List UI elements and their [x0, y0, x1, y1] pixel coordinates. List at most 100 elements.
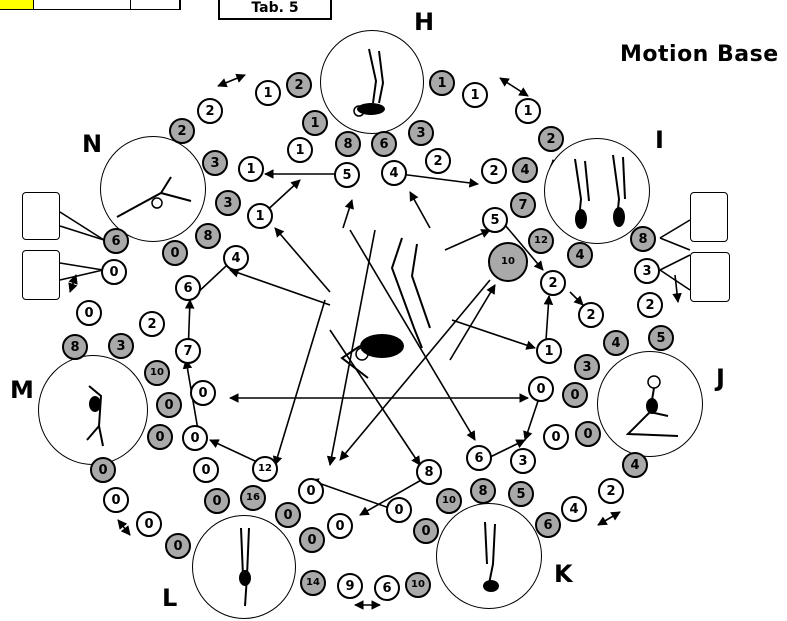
- node-n-2: 4: [223, 245, 249, 271]
- node-h-13: 4: [381, 160, 407, 186]
- pose-circle-i: [544, 138, 650, 244]
- node-m-8: 6: [175, 275, 201, 301]
- center-figure-icon: [340, 237, 431, 379]
- node-k-6: 14: [300, 570, 326, 596]
- side-pose-box-left-2: [22, 250, 60, 300]
- node-m-6: 3: [108, 333, 134, 359]
- node-i-9: 4: [567, 242, 593, 268]
- letter-n: N: [82, 130, 103, 158]
- node-k-5: 9: [337, 573, 363, 599]
- node-j-16: 5: [508, 481, 534, 507]
- node-n-4: 1: [247, 203, 273, 229]
- node-i-1: 1: [515, 98, 541, 124]
- plow-figure-icon: [116, 176, 192, 218]
- node-j-4: 0: [528, 376, 554, 402]
- node-j-14: 8: [416, 459, 442, 485]
- pose-circle-k: [436, 503, 542, 609]
- letter-j: J: [716, 364, 725, 392]
- node-l-12: 0: [136, 511, 162, 537]
- node-k-3: 10: [405, 572, 431, 598]
- node-h-9: 6: [371, 131, 397, 157]
- node-k-1: 0: [386, 497, 412, 523]
- letter-l: L: [162, 584, 178, 612]
- side-pose-box-right-2: [690, 252, 730, 302]
- node-l-3: 16: [240, 485, 266, 511]
- handstand-pair-icon: [574, 154, 626, 229]
- node-h-12: 5: [334, 162, 360, 188]
- node-l-6: 0: [204, 488, 230, 514]
- page-title: Motion Base: [620, 42, 779, 67]
- node-n-6: 1: [238, 156, 264, 182]
- node-l-13: 0: [165, 533, 191, 559]
- node-n-1: 8: [195, 223, 221, 249]
- letter-h: H: [414, 8, 435, 36]
- node-i-11: 3: [634, 258, 660, 284]
- node-j-8: 4: [622, 452, 648, 478]
- node-l-8: 0: [182, 425, 208, 451]
- node-l-11: 0: [103, 487, 129, 513]
- handstand-figure-icon: [353, 48, 385, 117]
- node-j-13: 6: [466, 445, 492, 471]
- node-j-7: 0: [575, 421, 601, 447]
- tab-label: Tab. 5: [218, 0, 332, 20]
- node-i-2: 2: [538, 126, 564, 152]
- node-i-3: 2: [481, 158, 507, 184]
- yellow-cell: [0, 0, 34, 9]
- node-h-11: 2: [425, 148, 451, 174]
- node-j-1: 4: [603, 330, 629, 356]
- node-m-3: 10: [144, 360, 170, 386]
- node-n-7: 2: [169, 118, 195, 144]
- node-h-10: 3: [408, 120, 434, 146]
- node-l-5: 0: [299, 527, 325, 553]
- node-m-4: 7: [175, 338, 201, 364]
- table-cell: [34, 0, 131, 9]
- side-pose-box-left-1: [22, 192, 60, 240]
- node-i-15: 2: [578, 302, 604, 328]
- node-h-1: 1: [255, 80, 281, 106]
- node-l-4: 0: [275, 502, 301, 528]
- pose-circle-l: [192, 515, 296, 619]
- node-i-6: 5: [482, 207, 508, 233]
- node-j-11: 6: [535, 512, 561, 538]
- node-n-5: 3: [202, 150, 228, 176]
- side-pose-box-right-1: [690, 192, 728, 242]
- node-m-10: 0: [101, 259, 127, 285]
- node-i-4: 4: [512, 157, 538, 183]
- node-j-15: 8: [470, 478, 496, 504]
- node-j-5: 0: [562, 382, 588, 408]
- node-m-9: 0: [76, 300, 102, 326]
- node-l-9: 0: [147, 424, 173, 450]
- node-m-5: 8: [62, 334, 88, 360]
- node-j-2: 1: [536, 338, 562, 364]
- node-l-1: 12: [252, 456, 278, 482]
- node-n-3: 3: [215, 190, 241, 216]
- node-i-14: 2: [540, 270, 566, 296]
- letter-m: M: [10, 376, 34, 404]
- node-j-17: 10: [436, 488, 462, 514]
- node-m-1: 0: [190, 380, 216, 406]
- node-m-11: 6: [103, 228, 129, 254]
- node-h-3: 1: [429, 70, 455, 96]
- node-h-4: 1: [462, 82, 488, 108]
- kneeling-figure-icon: [86, 385, 104, 447]
- node-h-2: 2: [286, 72, 312, 98]
- corner-table: [0, 0, 181, 10]
- handstand-straight-icon: [239, 527, 251, 607]
- table-cell: [131, 0, 180, 9]
- pose-circle-j: [597, 351, 703, 457]
- node-m-2: 0: [156, 392, 182, 418]
- pose-circle-m: [38, 355, 148, 465]
- node-j-9: 2: [598, 478, 624, 504]
- node-j-3: 3: [574, 354, 600, 380]
- node-i-10: 8: [630, 226, 656, 252]
- node-h-7: 1: [287, 137, 313, 163]
- node-m-12: 0: [162, 240, 188, 266]
- node-h-6: 2: [197, 98, 223, 124]
- node-k-2: 0: [327, 513, 353, 539]
- node-l-2: 0: [298, 478, 324, 504]
- node-l-7: 0: [193, 457, 219, 483]
- node-h-8: 8: [335, 131, 361, 157]
- letter-k: K: [554, 560, 573, 588]
- bridge-figure-icon: [625, 375, 679, 437]
